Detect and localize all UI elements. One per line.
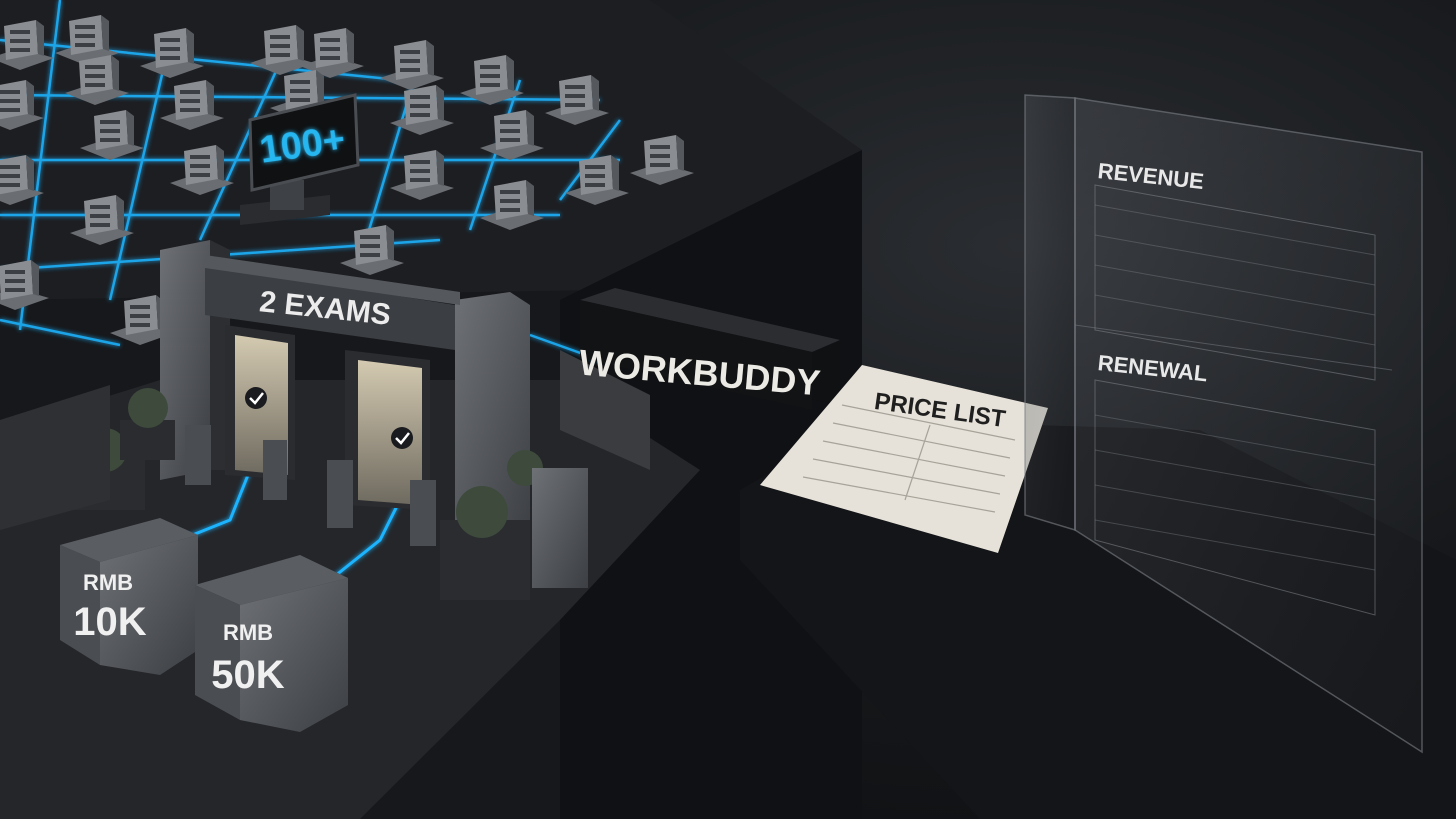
ramp-wall bbox=[560, 350, 650, 470]
path-glow bbox=[179, 469, 402, 582]
mini-building bbox=[70, 195, 134, 245]
pillar-50k-currency: RMB bbox=[223, 620, 273, 645]
pillar-50k-amount: 50K bbox=[211, 653, 284, 697]
price-list-rows bbox=[802, 404, 1016, 513]
exam-gate: 2 EXAMS bbox=[160, 240, 530, 546]
mini-building bbox=[0, 260, 49, 310]
left-wall bbox=[0, 385, 110, 530]
mini-building bbox=[250, 25, 314, 75]
count-billboard: 100+ bbox=[240, 93, 360, 225]
mini-building bbox=[170, 145, 234, 195]
plateau-top bbox=[0, 0, 862, 300]
mini-building bbox=[630, 135, 694, 185]
mini-building bbox=[0, 20, 54, 70]
pillar-10k: RMB 10K bbox=[60, 518, 198, 675]
mini-building bbox=[160, 80, 224, 130]
check-icon bbox=[391, 427, 413, 449]
glass-grid-lines bbox=[1094, 204, 1376, 571]
mini-building bbox=[300, 28, 364, 78]
price-list-sheet: PRICE LIST bbox=[760, 365, 1048, 553]
mini-building bbox=[480, 180, 544, 230]
glass-panel: REVENUE RENEWAL bbox=[1024, 94, 1423, 754]
mini-building bbox=[390, 85, 454, 135]
network-lines bbox=[0, 0, 621, 362]
building-grid bbox=[0, 15, 694, 345]
check-icon bbox=[245, 387, 267, 409]
mini-building bbox=[545, 75, 609, 125]
mini-building bbox=[65, 55, 129, 105]
pillar-50k: RMB 50K bbox=[195, 555, 348, 732]
mini-building bbox=[565, 155, 629, 205]
mini-building bbox=[0, 80, 44, 130]
pillar-10k-currency: RMB bbox=[83, 570, 133, 595]
mini-building bbox=[55, 15, 119, 65]
mini-building bbox=[390, 150, 454, 200]
mini-building bbox=[480, 110, 544, 160]
pillar-10k-amount: 10K bbox=[73, 600, 146, 644]
mini-building bbox=[340, 225, 404, 275]
mini-building bbox=[460, 55, 524, 105]
mini-building bbox=[80, 110, 144, 160]
mini-building bbox=[0, 155, 44, 205]
mini-building bbox=[140, 28, 204, 78]
mini-building bbox=[380, 40, 444, 90]
